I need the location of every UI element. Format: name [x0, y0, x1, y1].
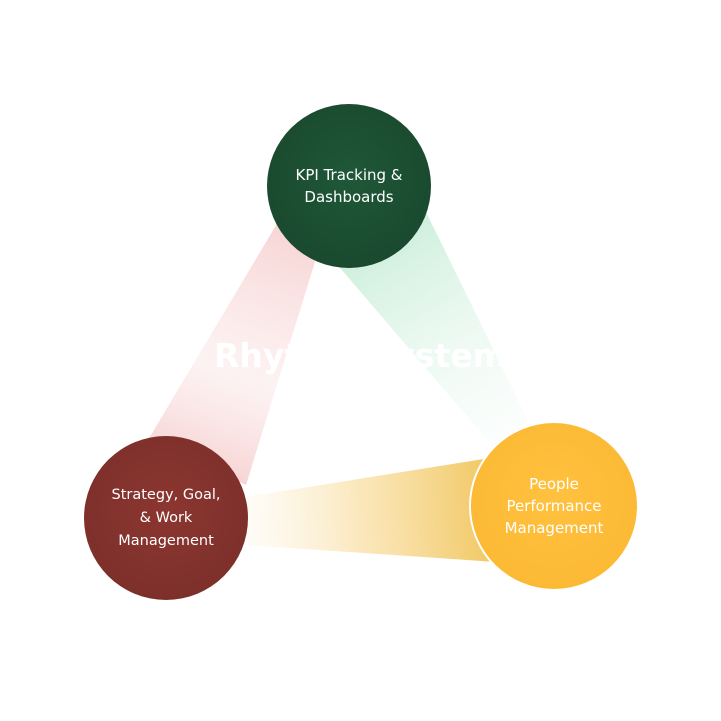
link-strategy-kpi: [148, 222, 318, 485]
strategy-node-label-line1: Strategy, Goal,: [111, 486, 221, 503]
people-node-label-line3: Management: [504, 519, 604, 537]
kpi-tracking-node: KPI Tracking & Dashboards: [267, 104, 431, 268]
strategy-goal-work-node: Strategy, Goal, & Work Management: [84, 436, 248, 600]
people-node-label-line2: Performance: [506, 497, 602, 515]
center-title: Rhythm System: [213, 336, 508, 375]
kpi-node-label-line2: Dashboards: [304, 188, 394, 206]
strategy-node-label-line3: Management: [118, 532, 214, 549]
link-kpi-people: [335, 210, 528, 448]
people-performance-node: People Performance Management: [471, 423, 637, 589]
link-strategy-people: [246, 458, 496, 562]
kpi-node-label-line1: KPI Tracking &: [295, 166, 403, 184]
people-node-label-line1: People: [529, 475, 579, 493]
strategy-node-label-line2: & Work: [139, 509, 193, 526]
